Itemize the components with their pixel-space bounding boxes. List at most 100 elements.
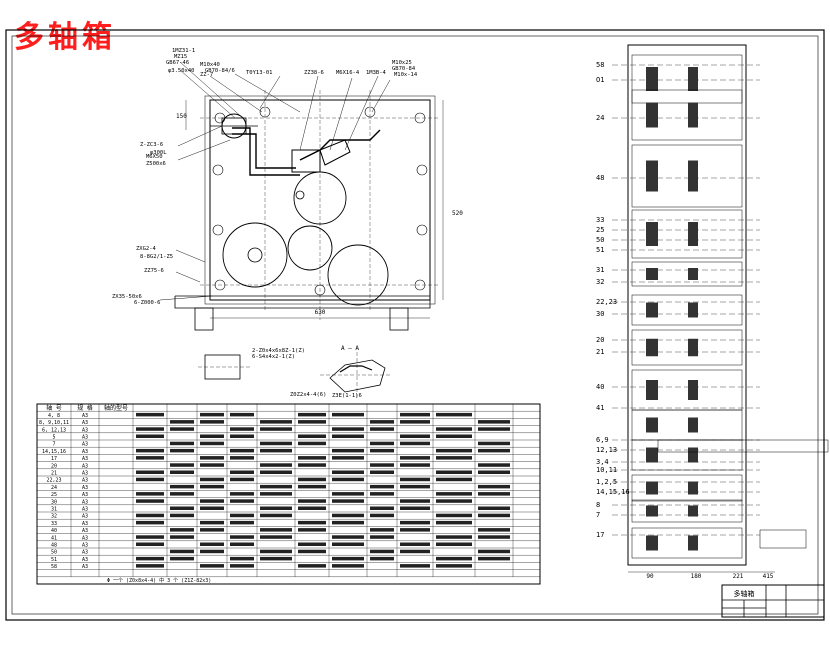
shaft-column: 58O1244833255051313222,2330202140416,912… xyxy=(596,44,829,580)
callout-label: 1MZ31-1 xyxy=(172,48,195,54)
dimension-label: 520 xyxy=(452,210,463,217)
inner-frame xyxy=(11,35,819,615)
shaft-dimension: 90 xyxy=(646,573,654,580)
table-cell: A3 xyxy=(82,557,88,563)
table-cell: A3 xyxy=(82,471,88,477)
callout-label: ZX35-50x6 xyxy=(112,294,142,300)
callout-label: GB67-46 xyxy=(166,60,189,66)
shaft-dimension: 180 xyxy=(691,573,702,580)
table-cell: 48 xyxy=(51,543,57,549)
table-cell: A3 xyxy=(82,456,88,462)
table-cell: A3 xyxy=(82,442,88,448)
shaft-label: 25 xyxy=(596,226,604,234)
table-cell: 51 xyxy=(51,557,57,563)
title-block xyxy=(721,584,825,618)
table-cell: A3 xyxy=(82,435,88,441)
callout-label: MZ15 xyxy=(174,54,187,60)
section-callout: Z0Z2x4-4(6) xyxy=(290,392,326,398)
callout-label: M10x25 xyxy=(392,60,412,66)
table-cell: 33 xyxy=(51,521,57,527)
shaft-label: 6,9 xyxy=(596,436,609,444)
shaft-label: 48 xyxy=(596,174,604,182)
callout-label: 1M3B-4 xyxy=(366,70,387,76)
callout-label: φ300L xyxy=(150,150,167,156)
shaft-label: 17 xyxy=(596,531,604,539)
table-cell: A3 xyxy=(82,478,88,484)
callout-label: ZZ75-6 xyxy=(144,268,164,274)
callout-label: ZZ-7 xyxy=(200,72,213,78)
shaft-label: 33 xyxy=(596,216,604,224)
table-cell: 25 xyxy=(51,492,57,498)
table-cell: A3 xyxy=(82,463,88,469)
note-label: 2-Z0x4x6x8Z-1(Z) xyxy=(252,348,305,354)
shaft-label: 8 xyxy=(596,501,600,509)
dimension-label: 630 xyxy=(315,309,326,316)
callout-label: ZZ38-6 xyxy=(304,70,324,76)
table-cell: 22,23 xyxy=(46,478,61,484)
shaft-label: 41 xyxy=(596,404,604,412)
shaft-label: 50 xyxy=(596,236,604,244)
table-header: 轴 号 xyxy=(46,404,62,412)
callout-label: M6X50 xyxy=(146,154,163,160)
callout-label: ZXG2-4 xyxy=(136,246,157,252)
table-cell: 14,15,16 xyxy=(42,449,66,455)
callout-label: 8-8G2/1-Z5 xyxy=(140,254,173,260)
table-cell: A3 xyxy=(82,449,88,455)
table-cell: 30 xyxy=(51,499,57,505)
table-cell: 24 xyxy=(51,485,57,491)
outer-frame xyxy=(5,29,825,621)
table-cell: A3 xyxy=(82,550,88,556)
shaft-dimension: 415 xyxy=(763,573,774,580)
table-cell: A3 xyxy=(82,543,88,549)
table-cell: A3 xyxy=(82,485,88,491)
table-cell: 5 xyxy=(52,435,55,441)
table-cell: A3 xyxy=(82,521,88,527)
title-block-name: 多轴箱 xyxy=(734,589,755,598)
table-cell: A3 xyxy=(82,564,88,570)
table-header: 规 格 xyxy=(77,404,93,412)
table-cell: 40 xyxy=(51,528,57,534)
note-label: 6-S4x4x2-1(Z) xyxy=(252,354,295,360)
table-cell: 21 xyxy=(51,471,57,477)
table-cell: 32 xyxy=(51,514,57,520)
table-cell: 4, 8 xyxy=(48,413,60,419)
shaft-label: 30 xyxy=(596,310,604,318)
shaft-label: 40 xyxy=(596,383,604,391)
table-cell: 50 xyxy=(51,550,57,556)
table-cell: A3 xyxy=(82,420,88,426)
shaft-label: 31 xyxy=(596,266,604,274)
callout-label: Z500x6 xyxy=(146,161,166,167)
shaft-label: 3,4 xyxy=(596,458,609,466)
table-cell: A3 xyxy=(82,507,88,513)
table-cell: A3 xyxy=(82,413,88,419)
housing-view xyxy=(174,90,444,331)
shaft-label: 51 xyxy=(596,246,604,254)
shaft-dimension: 221 xyxy=(733,573,744,580)
table-cell: 7 xyxy=(52,442,55,448)
callout-label: M10x-14 xyxy=(394,72,418,78)
table-cell: 31 xyxy=(51,507,57,513)
section-label: A — A xyxy=(341,345,359,352)
table-cell: 58 xyxy=(51,564,57,570)
shaft-label: 20 xyxy=(596,336,604,344)
callout-label: GB70-84/6 xyxy=(205,68,235,74)
callout-label: T0Y13-01 xyxy=(246,70,273,76)
section-detail xyxy=(198,352,392,398)
shaft-label: 10,11 xyxy=(596,466,617,474)
callout-label: M6X16-4 xyxy=(336,70,360,76)
table-cell: A3 xyxy=(82,492,88,498)
table-cell: A3 xyxy=(82,514,88,520)
table-header: 轴的型号 xyxy=(104,404,128,412)
table-cell: 17 xyxy=(51,456,57,462)
table-cell: A3 xyxy=(82,535,88,541)
table-footer: Φ 一个 (Z0x8x4-4) 中 3 个 (Z1Z-82x3) xyxy=(107,577,211,584)
dimension-label: 150 xyxy=(176,113,187,120)
callout-label: GB70-84 xyxy=(392,66,416,72)
shaft-label: O1 xyxy=(596,76,604,84)
table-cell: 8, 9,10,11 xyxy=(39,420,69,426)
callout-leaders xyxy=(159,61,391,301)
section-callout: Z3E(1-1)6 xyxy=(332,393,362,399)
